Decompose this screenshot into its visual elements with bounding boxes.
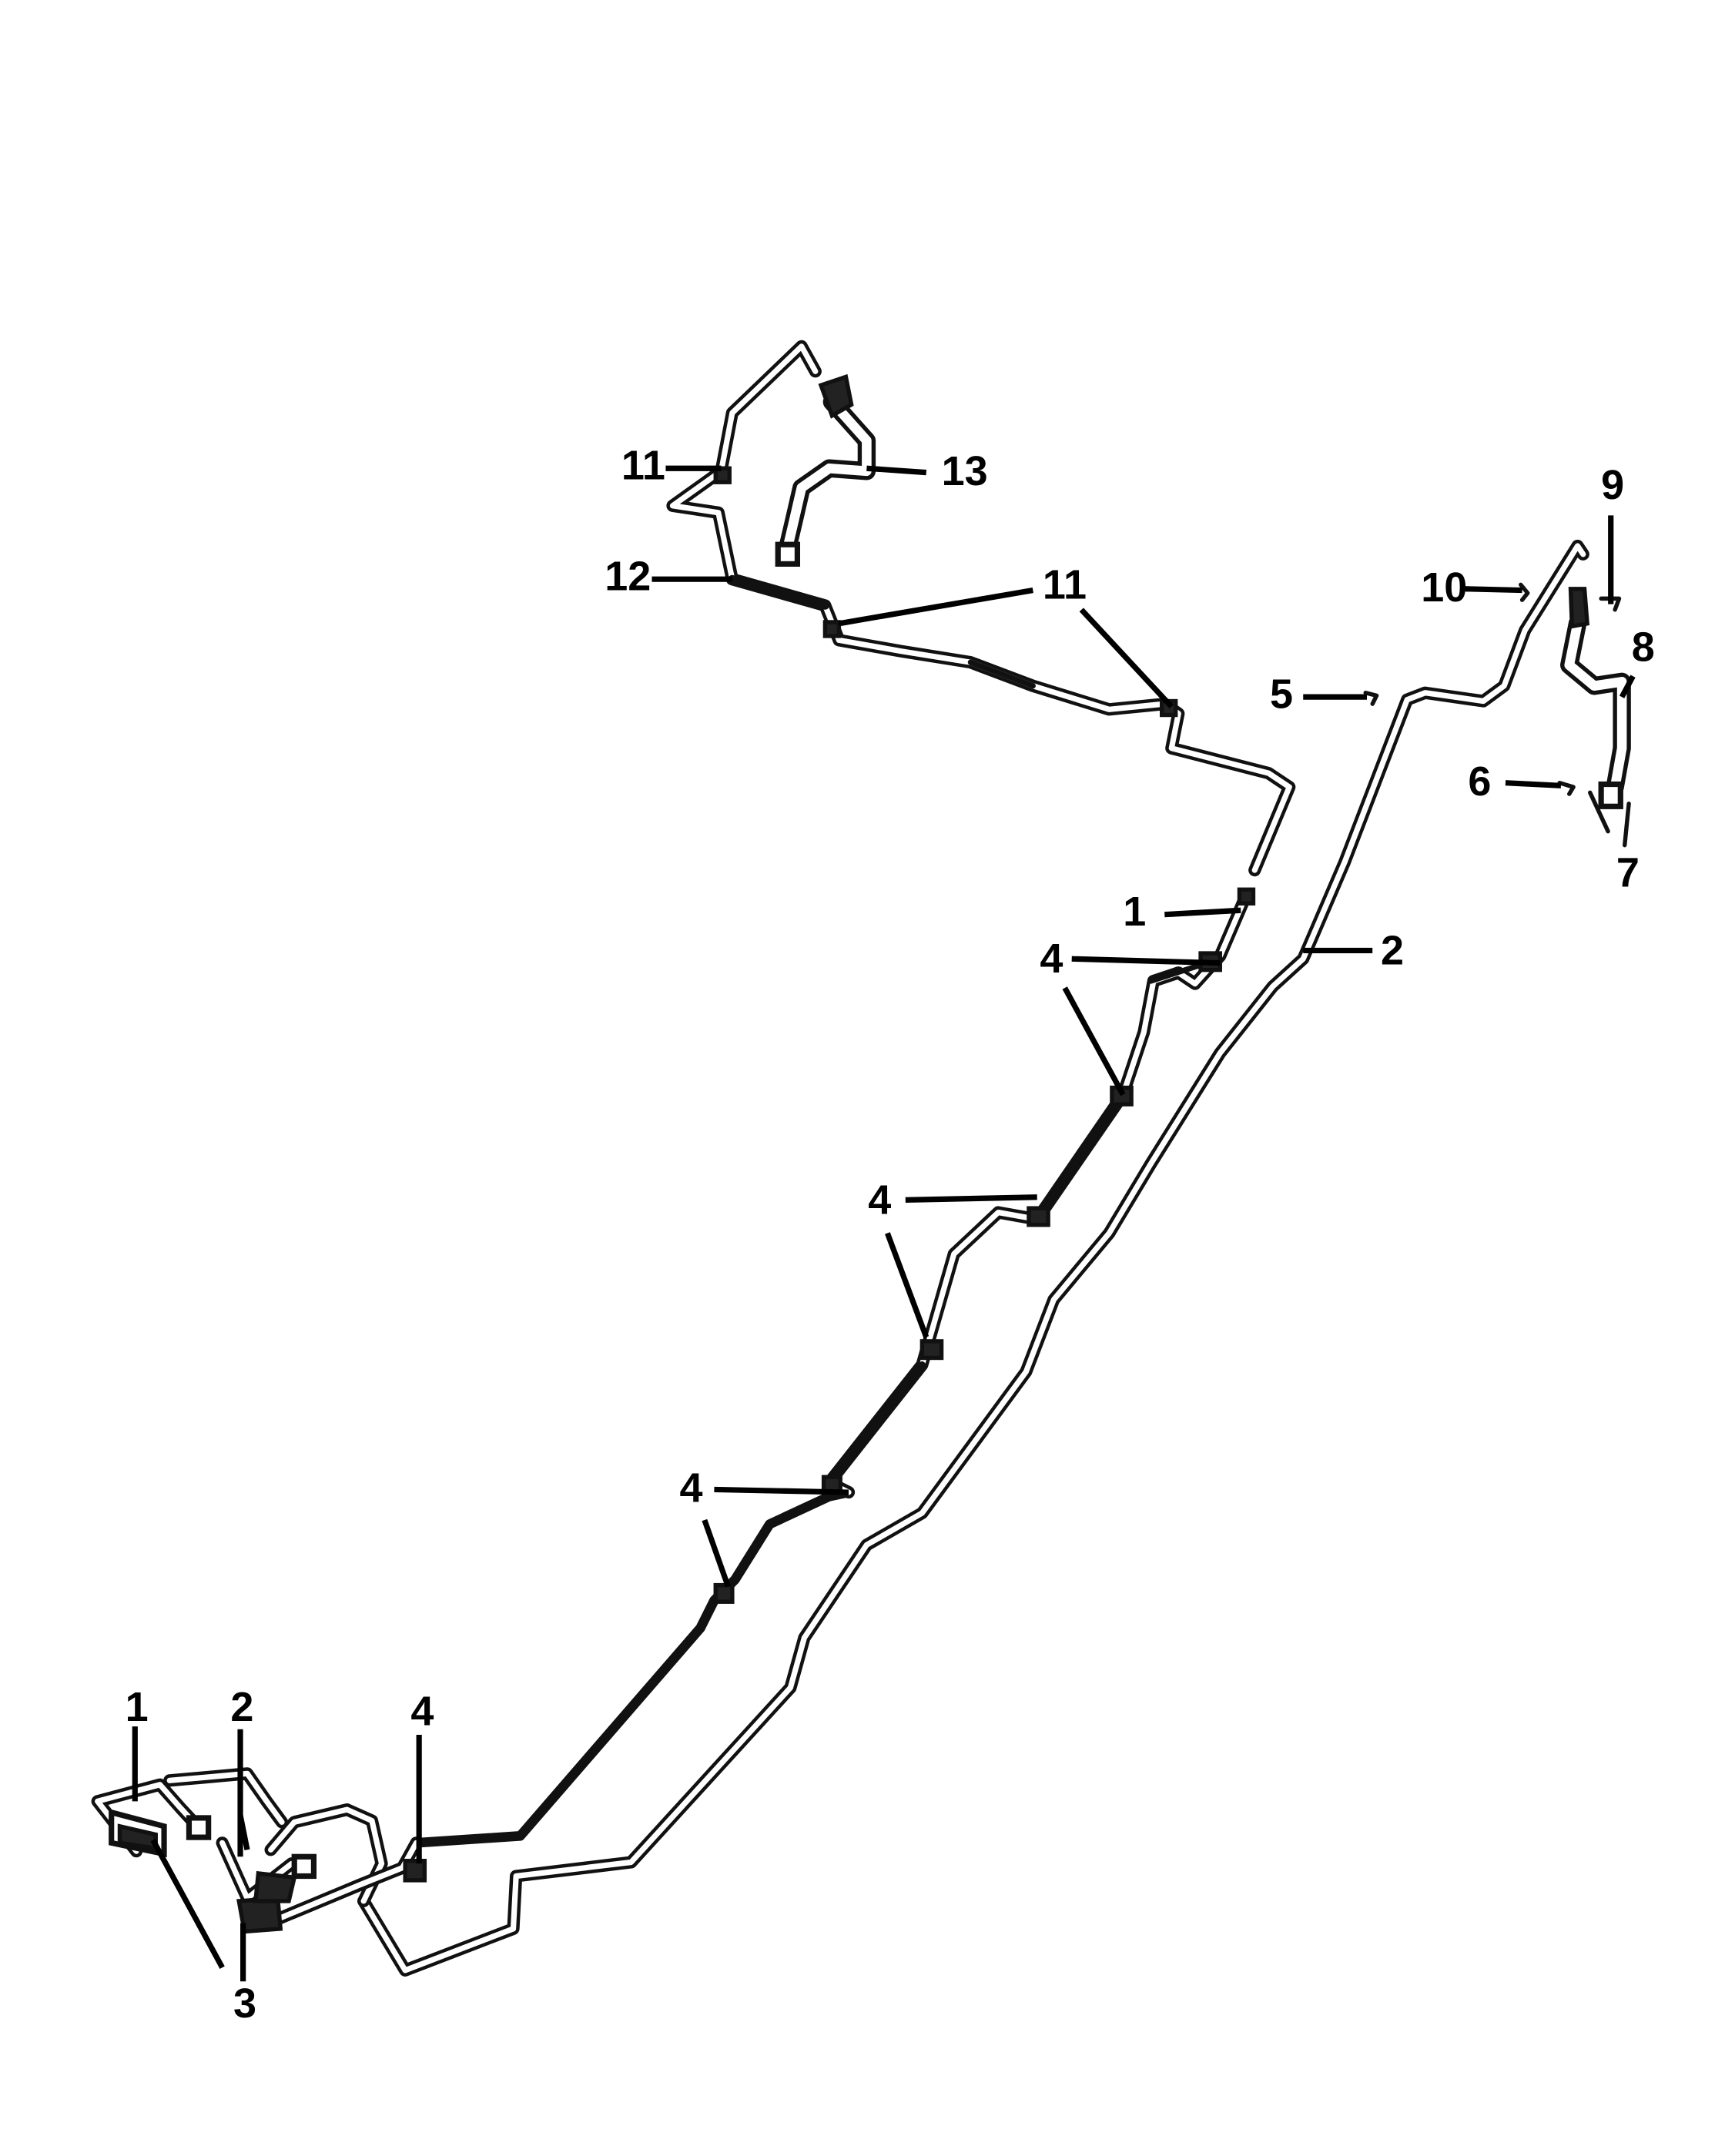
clip-4-parts xyxy=(403,466,1256,1883)
brake-hose-8 xyxy=(1560,587,1631,848)
brake-tube-2 xyxy=(264,539,1589,1977)
part-5-clip xyxy=(1363,691,1379,706)
callout-4-a: 4 xyxy=(1040,936,1063,982)
callout-4-b: 4 xyxy=(868,1177,891,1223)
callout-12: 12 xyxy=(605,554,651,600)
callout-4-d: 4 xyxy=(410,1688,434,1734)
callout-11-left: 11 xyxy=(621,443,665,489)
callout-5: 5 xyxy=(1270,671,1293,718)
callout-13: 13 xyxy=(942,448,988,494)
callout-11-right: 11 xyxy=(1043,561,1087,608)
callout-6: 6 xyxy=(1468,758,1491,805)
callout-3: 3 xyxy=(233,1980,256,2027)
part-9-bracket xyxy=(1599,596,1622,612)
brake-hose-13 xyxy=(775,373,876,567)
callout-7: 7 xyxy=(1616,850,1640,896)
callout-2-right: 2 xyxy=(1381,927,1404,973)
part-6-fitting xyxy=(1557,781,1576,796)
callout-10: 10 xyxy=(1421,564,1467,611)
junction-block-assembly xyxy=(91,1767,317,1934)
callout-8: 8 xyxy=(1632,624,1655,670)
callout-1-bottom: 1 xyxy=(126,1684,149,1730)
callout-2-bottom: 2 xyxy=(230,1684,253,1730)
leader-lines xyxy=(132,465,1636,1982)
callout-4-c: 4 xyxy=(679,1465,702,1512)
part-10-clip xyxy=(1519,582,1530,602)
callouts: 1 1 2 2 3 4 4 4 4 5 6 7 8 9 10 11 11 12 … xyxy=(126,443,1655,2027)
callout-9: 9 xyxy=(1601,462,1624,508)
brake-tube-12 xyxy=(666,340,1296,877)
callout-1-top: 1 xyxy=(1123,889,1146,935)
